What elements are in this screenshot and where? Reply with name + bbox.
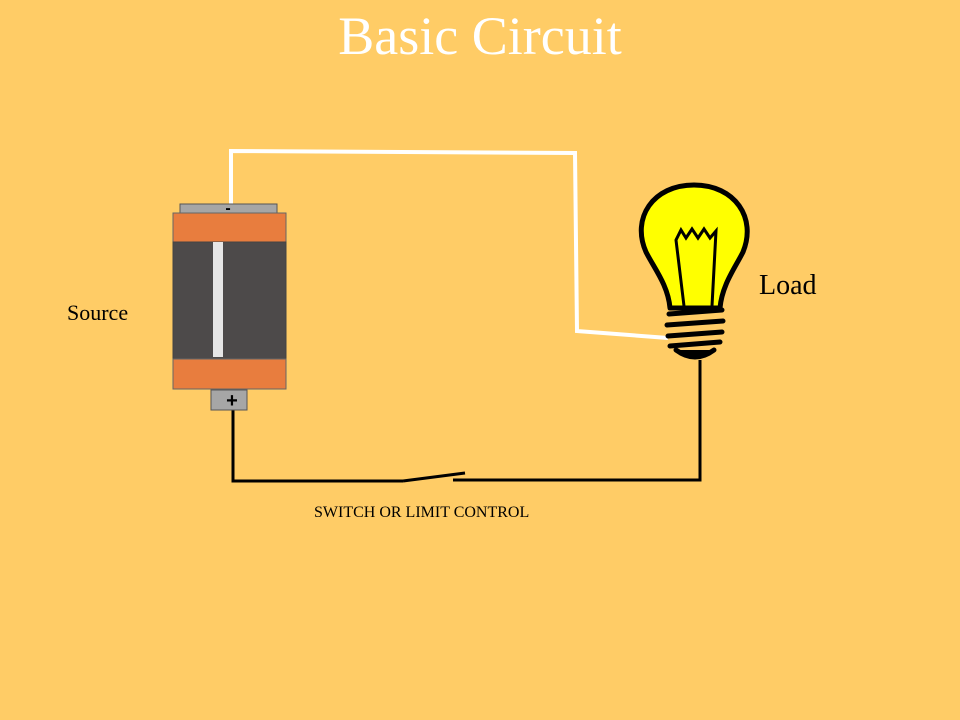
battery-body <box>172 241 287 360</box>
bulb-glass <box>638 182 750 311</box>
light-bulb-icon <box>638 182 750 360</box>
load-label: Load <box>759 270 817 301</box>
bulb-filament <box>674 226 718 307</box>
bulb-base <box>664 307 726 360</box>
switch-label: SWITCH OR LIMIT CONTROL <box>314 504 530 521</box>
slide-title: Basic Circuit <box>338 6 622 66</box>
battery-stripe <box>213 242 223 357</box>
battery-negative-symbol: - <box>225 200 230 217</box>
battery-positive-symbol: + <box>226 390 238 412</box>
battery: - + <box>172 200 287 412</box>
battery-positive-terminal <box>210 389 248 411</box>
wire-bottom-left <box>231 410 403 483</box>
switch-blade <box>402 471 466 483</box>
wire-bottom-right <box>453 360 702 482</box>
wire-top <box>229 148 669 340</box>
battery-top-band <box>172 212 287 243</box>
source-label: Source <box>67 300 129 325</box>
battery-bottom-band <box>172 358 287 390</box>
